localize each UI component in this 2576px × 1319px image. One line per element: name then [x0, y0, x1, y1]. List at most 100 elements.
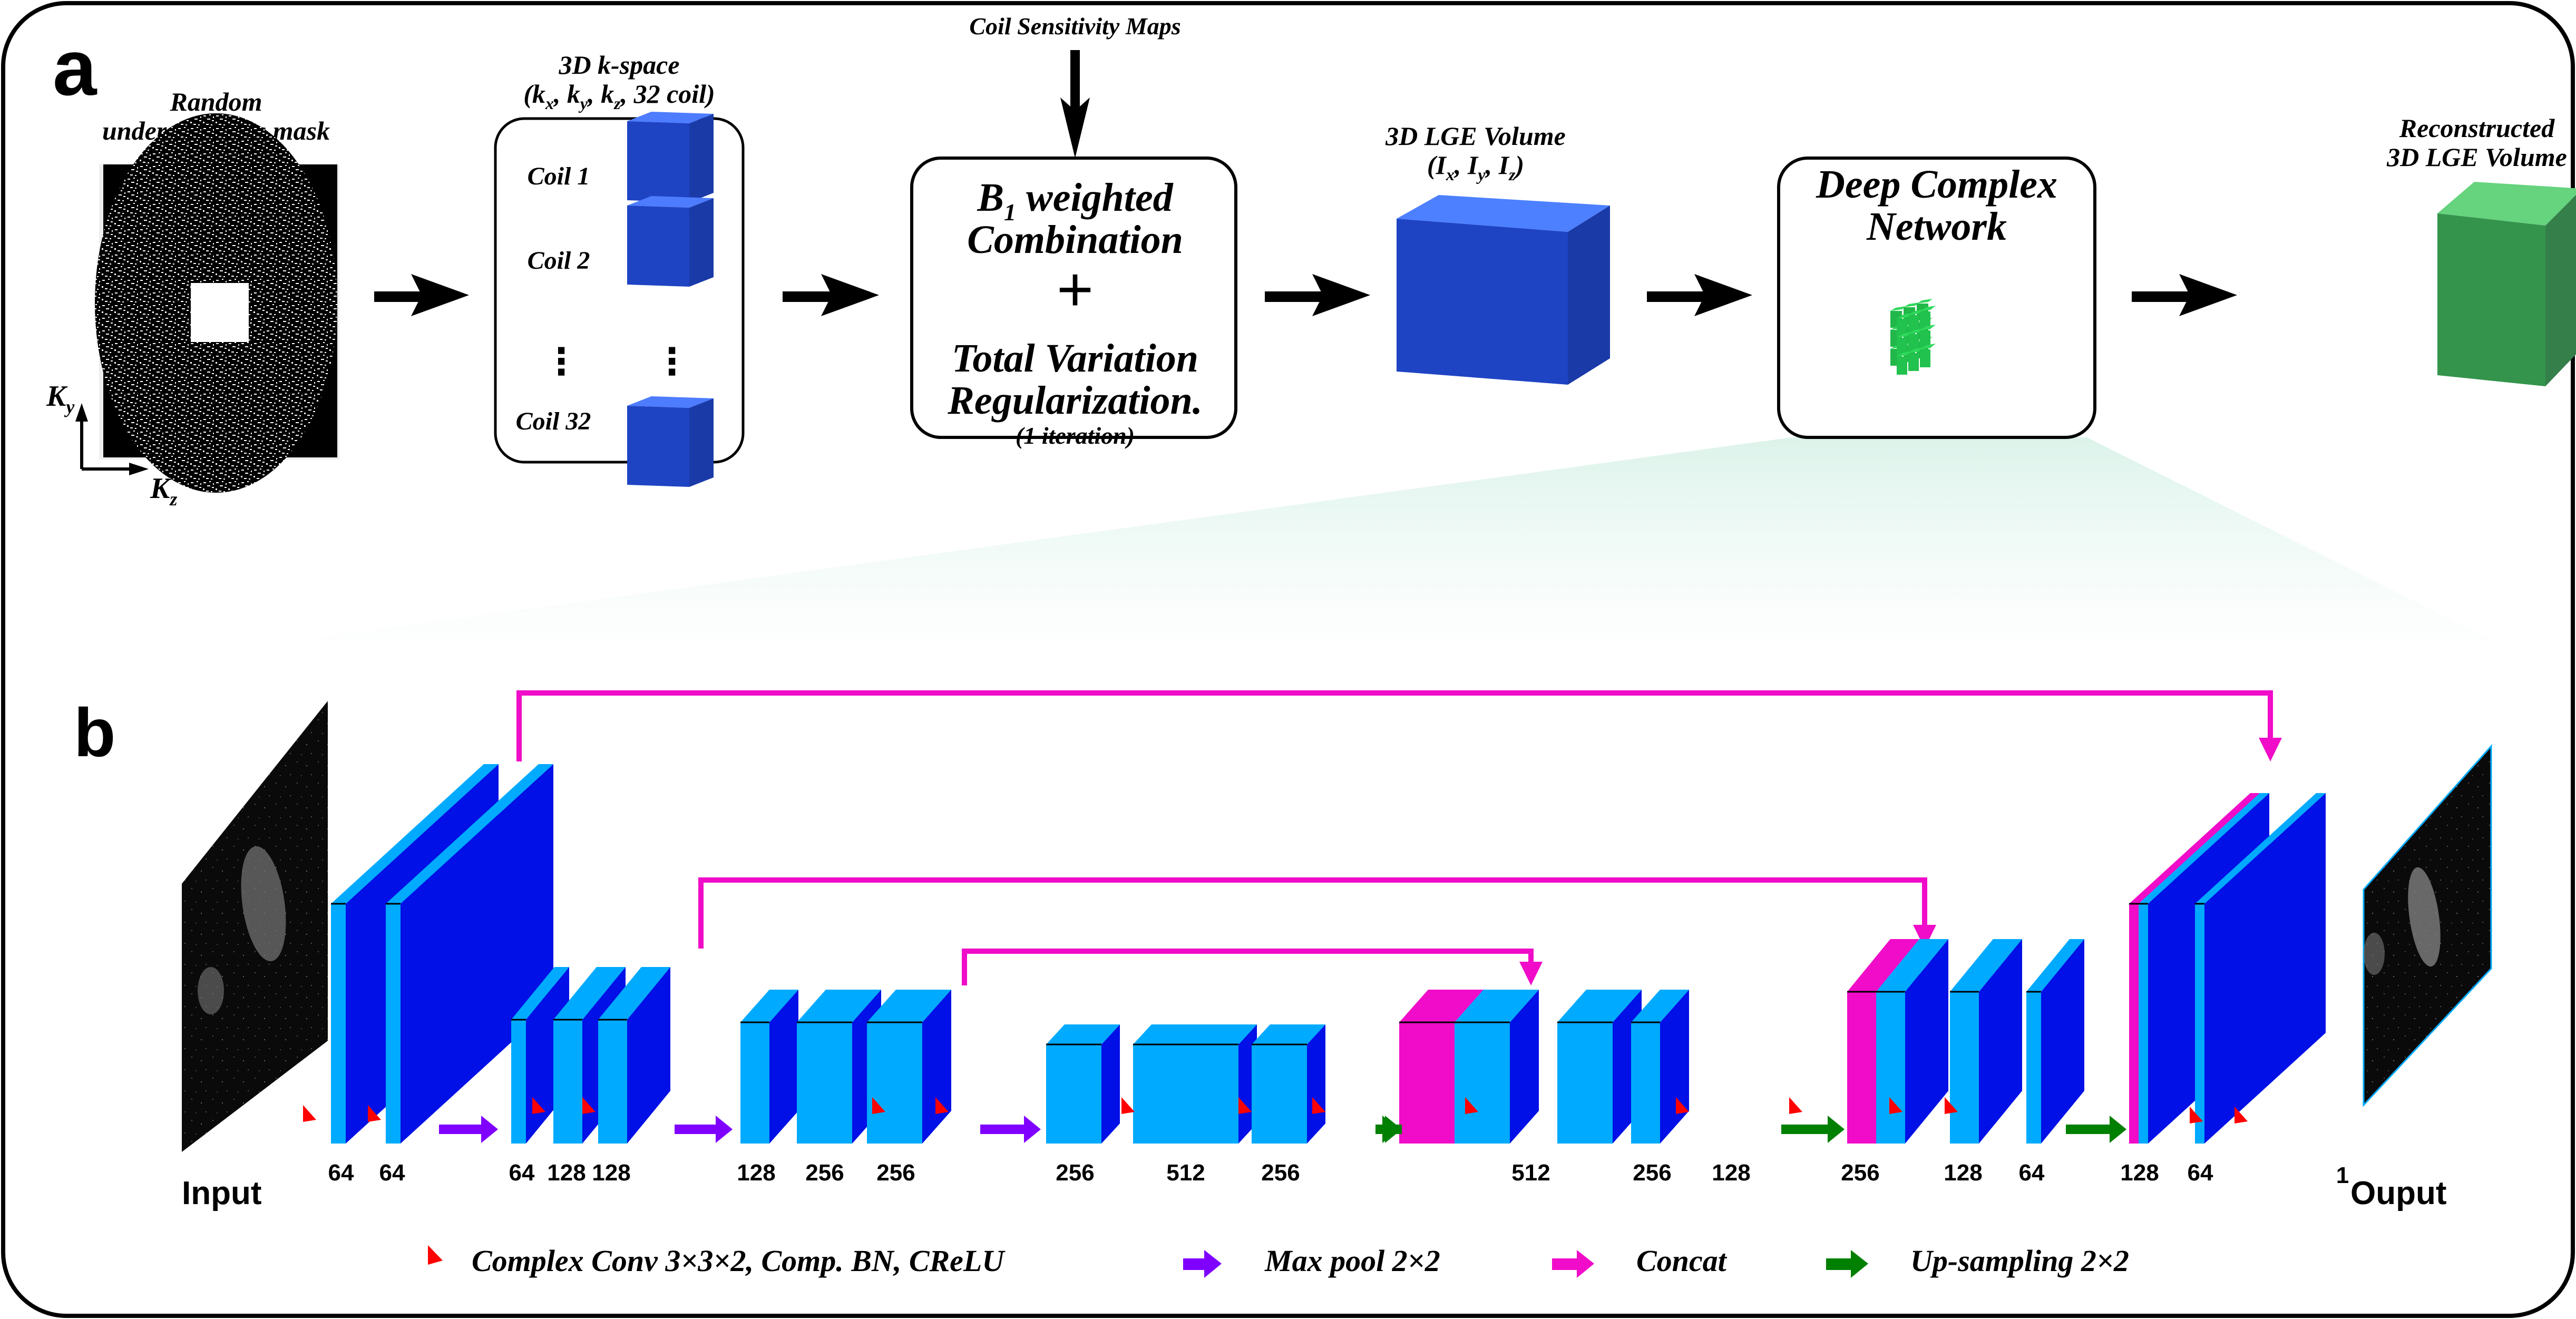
input-label: Input: [182, 1175, 262, 1211]
network-cube-face: [1897, 319, 1907, 337]
skip-level2-head: [1913, 925, 1936, 949]
coil-cube-front: [627, 206, 689, 287]
dec3-b-front: [1557, 1022, 1613, 1144]
legend-upsample-text: Up-sampling 2×2: [1910, 1244, 2129, 1278]
concat-arrow-icon: [1577, 1250, 1594, 1278]
network-cube-top: [1920, 344, 1936, 349]
conv-triangle-icon: [1465, 1097, 1478, 1114]
dec2-c-top: [2026, 939, 2084, 992]
combination-group: B1 weighted Combination + Total Variatio…: [910, 157, 1237, 449]
dec2-a-top: [1876, 939, 1948, 992]
coil-ellipsis-left: ⋮: [543, 341, 580, 382]
dec3-b-top: [1557, 990, 1642, 1022]
coil-cube-front: [627, 406, 689, 487]
coil-cube-front: [627, 121, 689, 202]
conv-triangle-icon: [872, 1097, 885, 1114]
conv-triangle-icon: [2235, 1107, 2248, 1123]
dec2-concat-front: [1847, 992, 1876, 1144]
network-cube-top: [1920, 306, 1936, 311]
operation-arrows: [439, 1116, 2126, 1143]
maxpool-arrow-1-shaft: [439, 1125, 483, 1134]
network-cube-face: [1920, 311, 1930, 329]
skip-level3-across: [962, 949, 1534, 954]
dec1-concat-front: [2129, 904, 2139, 1144]
mask-center-square: [191, 283, 249, 342]
enc3-a-top: [740, 990, 798, 1022]
network-cube-top: [1890, 306, 1906, 311]
skip-connections: [516, 690, 2282, 985]
maxpool-arrow-3-head: [1024, 1116, 1041, 1143]
network-cube-face: [1908, 353, 1919, 371]
legend-item-upsample: Up-sampling 2×2: [1826, 1244, 2129, 1278]
network-cube-top: [1897, 351, 1913, 357]
lge-title-line1: 3D LGE Volume: [1385, 121, 1566, 151]
channel-label: 128: [592, 1160, 630, 1186]
skip-level1-down: [2268, 690, 2273, 740]
conv-triangle-icon: [303, 1105, 316, 1122]
arrowhead-icon: [1312, 274, 1370, 316]
arrowhead-icon: [2179, 274, 2237, 316]
network-line2: Network: [1866, 204, 2007, 249]
bottleneck-c-top: [1252, 1024, 1325, 1044]
coil-sensitivity-arrow: [1060, 50, 1090, 158]
enc3-b-front: [797, 1022, 852, 1144]
channel-label: 256: [1056, 1160, 1094, 1186]
coil-label-32: Coil 32: [516, 407, 591, 435]
channel-label: 256: [805, 1160, 844, 1186]
network-cube-top: [1897, 313, 1913, 319]
channel-label: 256: [876, 1160, 915, 1186]
coil-cube-top: [627, 112, 714, 123]
bottleneck-b-top: [1133, 1024, 1257, 1044]
bottleneck-a-top: [1046, 1024, 1120, 1044]
flow-arrow-5: [2132, 274, 2237, 316]
enc2-a-front: [511, 1020, 526, 1144]
zoom-projection: [200, 437, 2519, 653]
coil-label-1: Coil 1: [528, 162, 590, 190]
ky-arrowhead-icon: [75, 403, 88, 422]
enc2-a-top: [511, 967, 569, 1020]
network-cube-face: [1920, 349, 1930, 367]
dec1-a-front: [2139, 904, 2148, 1144]
dec3-c-top: [1631, 990, 1689, 1022]
channel-label: 128: [1944, 1160, 1982, 1186]
dec1-b-front: [2195, 904, 2204, 1144]
conv-triangle-icon: [1789, 1097, 1802, 1114]
enc3-c-side: [922, 990, 951, 1144]
legend-maxpool-text: Max pool 2×2: [1264, 1244, 1440, 1278]
legend-item-conv: Complex Conv 3×3×2, Comp. BN, CReLU: [428, 1244, 1006, 1278]
enc2-b-top: [553, 967, 626, 1020]
enc1-a-front: [331, 904, 346, 1144]
network-group: Deep Complex Network: [1777, 157, 2096, 439]
enc1-b-top: [386, 764, 553, 904]
dec3-concat-front: [1399, 1022, 1455, 1144]
conv-triangle-icon: [2190, 1107, 2203, 1123]
conv-triangle-icon: [1889, 1097, 1902, 1114]
network-cube-face: [1897, 338, 1907, 356]
kspace-title-line1: 3D k-space: [558, 50, 679, 80]
combination-line3: Total Variation: [952, 336, 1198, 380]
arrowhead-icon: [411, 274, 469, 316]
network-box: [1777, 157, 2096, 439]
legend-item-concat: Concat: [1552, 1244, 1728, 1278]
conv-triangle-icon: [1121, 1097, 1135, 1114]
dec2-concat-top: [1847, 939, 1919, 992]
recon-title-line2: 3D LGE Volume: [2386, 142, 2567, 172]
lge-volume-group: 3D LGE Volume (Ix, Iy, Iz): [1385, 121, 1610, 385]
maxpool-arrow-1-head: [481, 1116, 498, 1143]
enc2-b-front: [553, 1020, 582, 1144]
conv-triangle-icon: [368, 1105, 381, 1122]
maxpool-arrow-icon: [1204, 1250, 1222, 1278]
channel-label: 256: [1261, 1160, 1300, 1186]
dec2-b-side: [1979, 939, 2022, 1144]
dec2-b-front: [1950, 992, 1979, 1144]
channel-label: 512: [1511, 1160, 1550, 1186]
combination-line2: Combination: [967, 218, 1183, 262]
coil-cube-side: [689, 114, 714, 202]
dec3-a-top: [1455, 990, 1539, 1022]
enc2-c-side: [627, 967, 670, 1144]
skip-level2-down: [1922, 877, 1927, 927]
legend: Complex Conv 3×3×2, Comp. BN, CReLU Max …: [428, 1244, 2129, 1278]
conv-triangle-icon: [1238, 1097, 1252, 1114]
